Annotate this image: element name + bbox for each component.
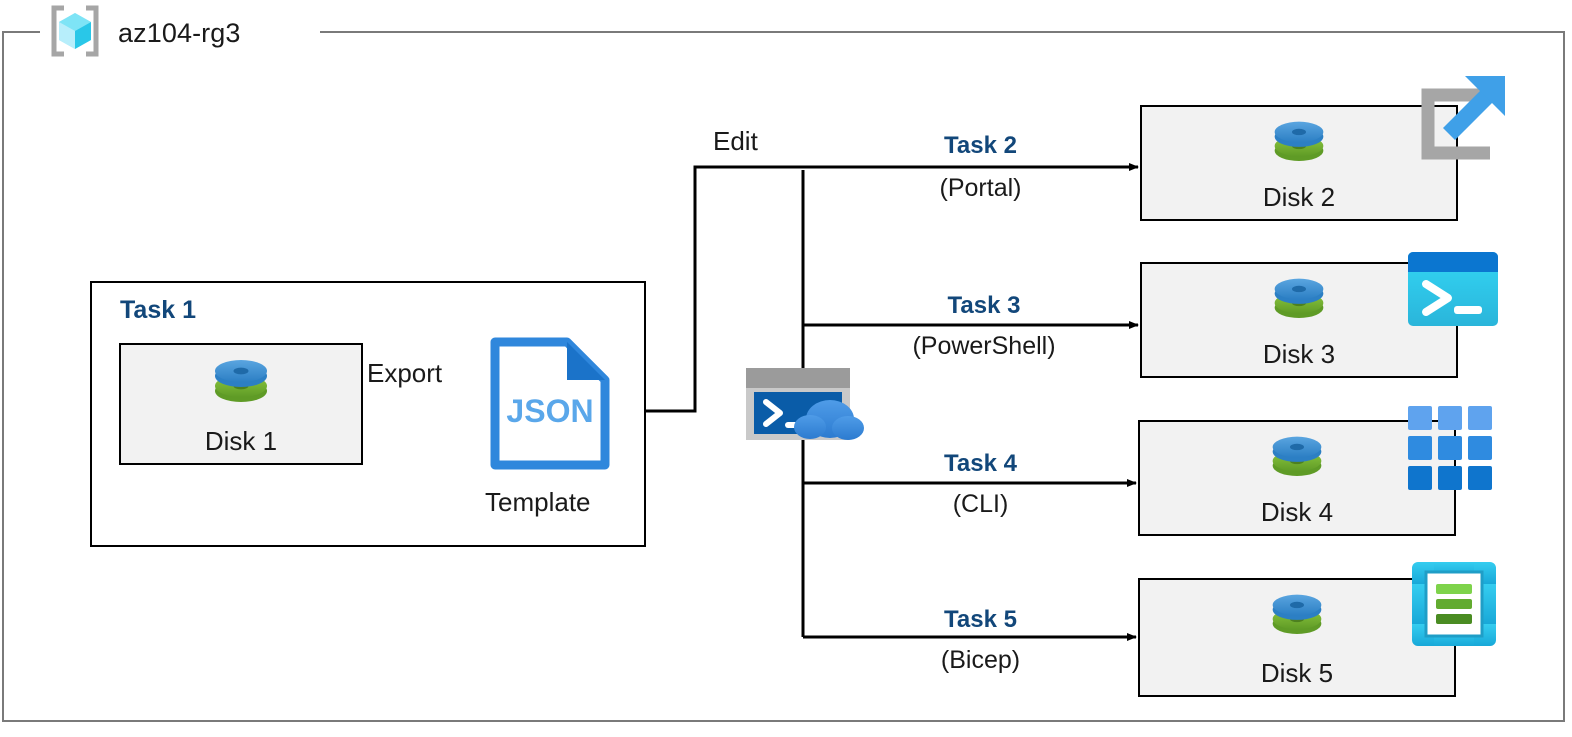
resource-group-header: az104-rg3 <box>46 4 240 62</box>
managed-disk-icon <box>215 360 267 402</box>
cloud-shell-icon <box>744 366 868 451</box>
managed-disk-icon <box>1272 594 1322 634</box>
disk5-icon-wrap <box>1140 590 1454 648</box>
svg-text:JSON: JSON <box>506 393 593 429</box>
task4-tool-label: (CLI) <box>952 490 1009 518</box>
task5-label: Task 5 <box>944 606 1017 633</box>
task4-label: Task 4 <box>944 450 1017 477</box>
disk5-caption: Disk 5 <box>1260 658 1334 688</box>
powershell-icon <box>1406 250 1500 333</box>
template-caption: Template <box>485 487 591 517</box>
resource-group-container <box>2 31 1565 722</box>
disk5-box: Disk 5 <box>1138 578 1456 697</box>
edit-label: Edit <box>713 126 758 156</box>
disk3-icon-wrap <box>1142 274 1456 332</box>
disk3-caption: Disk 3 <box>1262 339 1336 369</box>
disk1-icon-wrap <box>121 355 361 417</box>
resource-group-cube-icon <box>46 4 104 63</box>
disk4-icon-wrap <box>1140 432 1454 490</box>
disk3-box: Disk 3 <box>1140 262 1458 378</box>
disk2-caption: Disk 2 <box>1262 182 1336 212</box>
disk2-box: Disk 2 <box>1140 105 1458 221</box>
task1-label: Task 1 <box>120 296 196 324</box>
disk2-icon-wrap <box>1142 117 1456 175</box>
managed-disk-icon <box>1272 436 1322 476</box>
azure-portal-icon <box>1405 70 1515 185</box>
task2-label: Task 2 <box>944 132 1017 159</box>
task3-label: Task 3 <box>947 292 1021 319</box>
managed-disk-icon <box>1274 121 1324 161</box>
export-label: Export <box>367 358 443 388</box>
managed-disk-icon <box>1274 278 1324 318</box>
bicep-icon <box>1408 558 1500 655</box>
resource-group-title: az104-rg3 <box>118 17 241 48</box>
disk4-caption: Disk 4 <box>1260 497 1334 527</box>
task2-tool-label: (Portal) <box>939 174 1022 202</box>
disk1-caption: Disk 1 <box>204 426 278 456</box>
disk4-box: Disk 4 <box>1138 420 1456 536</box>
disk1-box: Disk 1 <box>119 343 363 465</box>
json-file-icon: JSON <box>489 336 611 476</box>
task5-tool-label: (Bicep) <box>940 646 1021 674</box>
task3-tool-label: (PowerShell) <box>912 332 1056 360</box>
azure-cli-icon <box>1406 404 1496 499</box>
